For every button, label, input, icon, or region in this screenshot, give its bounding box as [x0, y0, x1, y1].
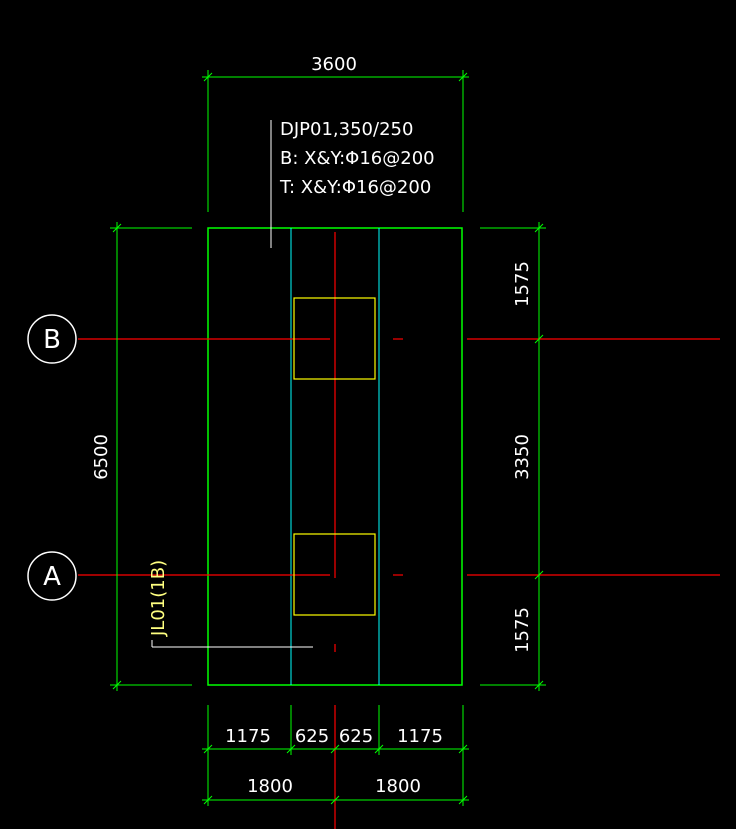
- foundation-label-line2: B: X&Y:Φ16@200: [280, 148, 435, 169]
- foundation-outline[interactable]: [207, 227, 463, 686]
- dim-bottom-seg-1: 1175: [225, 726, 271, 747]
- column-a[interactable]: [293, 533, 376, 616]
- axis-bubble-b-label: B: [43, 325, 61, 355]
- dim-top-total: [202, 70, 469, 212]
- axis-bubble-a[interactable]: A: [27, 551, 77, 601]
- dim-right-seg-2: 3350: [512, 434, 533, 480]
- dim-bottom-chain: [202, 705, 469, 806]
- dim-bottom-seg-3: 625: [339, 726, 373, 747]
- column-b[interactable]: [293, 297, 376, 380]
- dim-top-total-label: 3600: [311, 54, 357, 75]
- dim-right-chain: [480, 222, 546, 691]
- dim-bottom-half-1: 1800: [247, 776, 293, 797]
- dim-right-seg-1: 1575: [512, 261, 533, 307]
- dim-bottom-halves: [202, 795, 469, 805]
- axis-bubble-a-label: A: [43, 562, 61, 592]
- axis-bubble-b[interactable]: B: [27, 314, 77, 364]
- dim-right-seg-3: 1575: [512, 607, 533, 653]
- dim-left-total-label: 6500: [91, 434, 112, 480]
- beam-label: JL01(1B): [148, 560, 169, 637]
- foundation-label-line1: DJP01,350/250: [280, 119, 413, 140]
- dim-bottom-seg-4: 1175: [397, 726, 443, 747]
- dim-left-total: [110, 222, 192, 691]
- dim-bottom-seg-2: 625: [295, 726, 329, 747]
- dim-bottom-half-2: 1800: [375, 776, 421, 797]
- foundation-label-line3: T: X&Y:Φ16@200: [279, 177, 431, 198]
